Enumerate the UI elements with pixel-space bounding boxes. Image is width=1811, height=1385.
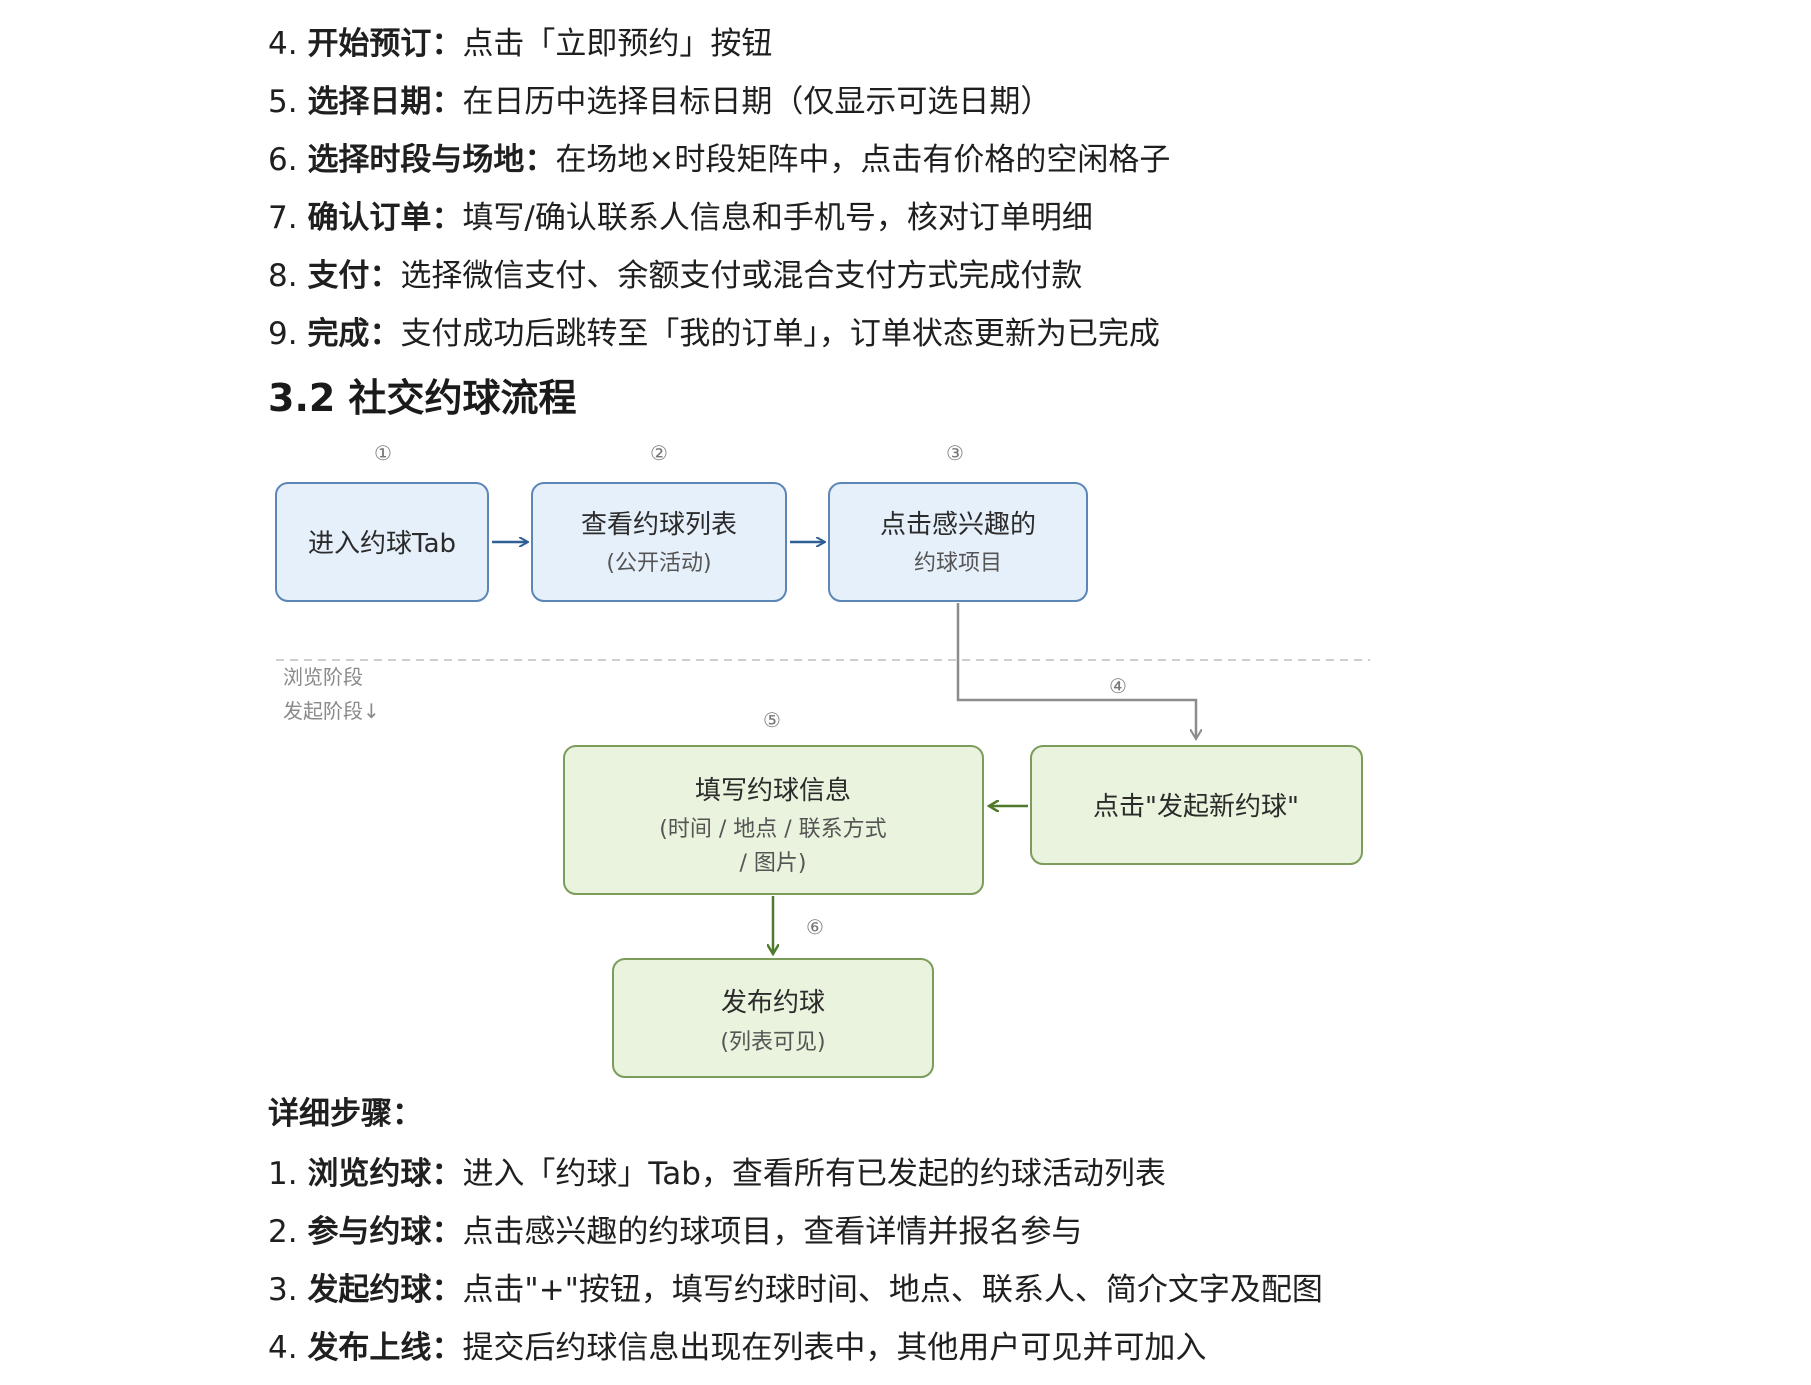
step-key: 发起约球 xyxy=(307,1272,432,1308)
step-separator: ： xyxy=(431,1156,463,1192)
step-marker-4: ④ xyxy=(1109,674,1127,698)
phase-label-browse: 浏览阶段 xyxy=(283,665,363,689)
step-key: 浏览约球 xyxy=(307,1156,432,1192)
node-sublabel: (公开活动) xyxy=(606,551,711,576)
step-number: 5. xyxy=(268,84,298,120)
step-number: 2. xyxy=(268,1214,298,1250)
step-separator: ： xyxy=(369,258,401,294)
step-separator: ： xyxy=(431,200,463,236)
step-key: 确认订单 xyxy=(307,200,432,236)
step-key: 参与约球 xyxy=(307,1214,432,1250)
node-view-list: 查看约球列表 (公开活动) xyxy=(531,482,787,602)
social-steps-list: 1. 浏览约球：进入「约球」Tab，查看所有已发起的约球活动列表 2. 参与约球… xyxy=(268,1145,1323,1377)
node-enter-tab: 进入约球Tab xyxy=(275,482,489,602)
node-box xyxy=(275,482,489,602)
list-item: 4. 开始预订：点击「立即预约」按钮 xyxy=(268,15,1170,73)
step-marker-1: ① xyxy=(374,441,392,465)
node-label: 点击感兴趣的 xyxy=(880,510,1036,540)
step-text: 提交后约球信息出现在列表中，其他用户可见并可加入 xyxy=(462,1330,1207,1366)
step-marker-5: ⑤ xyxy=(763,708,781,732)
node-box xyxy=(1030,745,1363,865)
node-click-interest: 点击感兴趣的 约球项目 xyxy=(828,482,1088,602)
node-box xyxy=(828,482,1088,602)
list-item: 5. 选择日期：在日历中选择目标日期（仅显示可选日期） xyxy=(268,73,1170,131)
list-item: 8. 支付：选择微信支付、余额支付或混合支付方式完成付款 xyxy=(268,247,1170,305)
detail-heading: 详细步骤： xyxy=(268,1096,423,1132)
step-text: 点击感兴趣的约球项目，查看详情并报名参与 xyxy=(462,1214,1083,1250)
list-item: 3. 发起约球：点击"+"按钮，填写约球时间、地点、联系人、简介文字及配图 xyxy=(268,1261,1323,1319)
node-label: 填写约球信息 xyxy=(695,776,851,806)
list-item: 4. 发布上线：提交后约球信息出现在列表中，其他用户可见并可加入 xyxy=(268,1319,1323,1377)
step-key: 开始预订 xyxy=(307,26,432,62)
node-label: 点击"发起新约球" xyxy=(1093,792,1299,822)
step-separator: ： xyxy=(431,1272,463,1308)
step-text: 点击「立即预约」按钮 xyxy=(462,26,773,62)
list-item: 6. 选择时段与场地：在场地×时段矩阵中，点击有价格的空闲格子 xyxy=(268,131,1170,189)
step-number: 4. xyxy=(268,1330,298,1366)
step-text: 在日历中选择目标日期（仅显示可选日期） xyxy=(462,84,1052,120)
step-marker-3: ③ xyxy=(946,441,964,465)
booking-steps-list: 4. 开始预订：点击「立即预约」按钮 5. 选择日期：在日历中选择目标日期（仅显… xyxy=(268,15,1170,363)
step-key: 发布上线 xyxy=(307,1330,432,1366)
step-separator: ： xyxy=(524,142,556,178)
node-fill-info: 填写约球信息 (时间 / 地点 / 联系方式 / 图片) xyxy=(563,745,984,895)
node-sublabel-2: / 图片) xyxy=(740,851,807,876)
step-text: 进入「约球」Tab，查看所有已发起的约球活动列表 xyxy=(462,1156,1166,1192)
node-sublabel: (列表可见) xyxy=(720,1030,825,1055)
step-text: 填写/确认联系人信息和手机号，核对订单明细 xyxy=(462,200,1093,236)
step-key: 选择日期 xyxy=(307,84,432,120)
step-separator: ： xyxy=(431,26,463,62)
step-text: 点击"+"按钮，填写约球时间、地点、联系人、简介文字及配图 xyxy=(462,1272,1323,1308)
step-key: 完成 xyxy=(307,316,370,352)
step-key: 支付 xyxy=(307,258,370,294)
step-separator: ： xyxy=(431,1214,463,1250)
step-text: 在场地×时段矩阵中，点击有价格的空闲格子 xyxy=(555,142,1171,178)
step-number: 8. xyxy=(268,258,298,294)
section-title: 3.2 社交约球流程 xyxy=(268,376,577,420)
step-separator: ： xyxy=(431,84,463,120)
node-sublabel: (时间 / 地点 / 联系方式 xyxy=(659,817,886,842)
step-marker-6: ⑥ xyxy=(806,915,824,939)
node-label: 发布约球 xyxy=(721,988,825,1018)
node-box xyxy=(531,482,787,602)
step-number: 6. xyxy=(268,142,298,178)
step-number: 9. xyxy=(268,316,298,352)
list-item: 1. 浏览约球：进入「约球」Tab，查看所有已发起的约球活动列表 xyxy=(268,1145,1323,1203)
step-number: 7. xyxy=(268,200,298,236)
node-publish: 发布约球 (列表可见) xyxy=(612,958,934,1078)
step-number: 3. xyxy=(268,1272,298,1308)
list-item: 7. 确认订单：填写/确认联系人信息和手机号，核对订单明细 xyxy=(268,189,1170,247)
node-box xyxy=(563,745,984,895)
step-key: 选择时段与场地 xyxy=(307,142,525,178)
list-item: 2. 参与约球：点击感兴趣的约球项目，查看详情并报名参与 xyxy=(268,1203,1323,1261)
phase-label-initiate: 发起阶段↓ xyxy=(283,699,380,723)
node-sublabel: 约球项目 xyxy=(914,551,1002,576)
list-item: 9. 完成：支付成功后跳转至「我的订单」，订单状态更新为已完成 xyxy=(268,305,1170,363)
arrow-3-4 xyxy=(956,603,1196,738)
step-text: 选择微信支付、余额支付或混合支付方式完成付款 xyxy=(400,258,1083,294)
step-number: 1. xyxy=(268,1156,298,1192)
node-box xyxy=(612,958,934,1078)
node-label: 进入约球Tab xyxy=(308,529,456,559)
step-separator: ： xyxy=(369,316,401,352)
node-label: 查看约球列表 xyxy=(581,510,737,540)
step-marker-2: ② xyxy=(650,441,668,465)
step-text: 支付成功后跳转至「我的订单」，订单状态更新为已完成 xyxy=(400,316,1160,352)
step-number: 4. xyxy=(268,26,298,62)
node-click-new: 点击"发起新约球" xyxy=(1030,745,1363,865)
step-separator: ： xyxy=(431,1330,463,1366)
